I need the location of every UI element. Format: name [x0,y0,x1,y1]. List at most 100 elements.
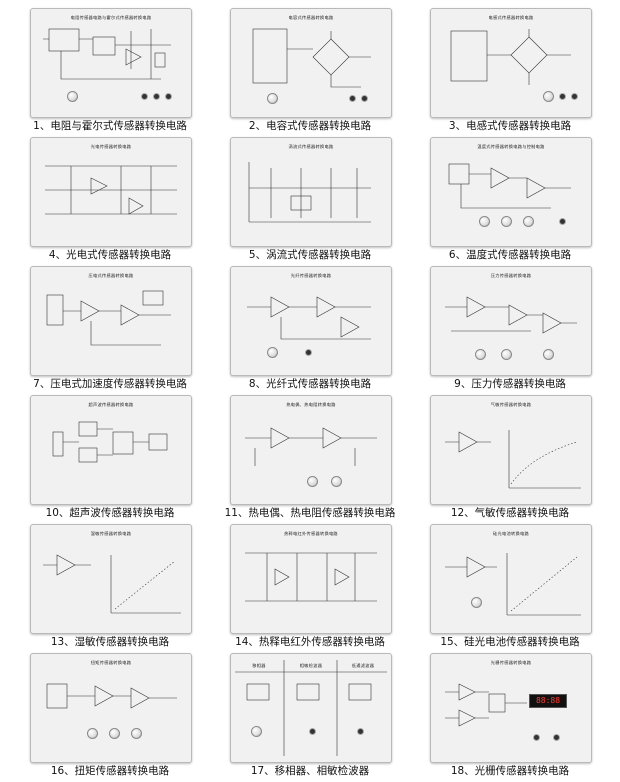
knob[interactable] [109,728,120,739]
socket[interactable] [165,93,172,100]
socket[interactable] [553,734,560,741]
board-18-schematic [445,683,527,727]
board-11-caption: 11、热电偶、热电阻传感器转换电路 [224,507,396,519]
socket[interactable] [361,95,368,102]
board-8-panel: 光纤传感器转换电路 [230,266,392,376]
knob[interactable] [543,91,554,102]
knob[interactable] [67,91,78,102]
board-12: 气敏传感器转换电路 12、气敏传感器转换电路 [410,395,610,523]
board-15: 硅光电池转换电路 15、硅光电池传感器转换电路 [410,524,610,652]
digital-display: 88:88 [529,694,567,708]
board-14-schematic [245,552,377,602]
board-13-title: 湿敏传感器转换电路 [90,531,132,536]
board-3-panel: 电感式传感器转换电路 [430,8,592,118]
board-14-title: 热释电红外传感器转换电路 [284,531,338,536]
socket[interactable] [559,93,566,100]
socket[interactable] [305,349,312,356]
board-10-panel: 超声波传感器转换电路 [30,395,192,505]
board-5-caption: 5、涡流式传感器转换电路 [248,249,372,261]
board-13: 湿敏传感器转换电路 13、湿敏传感器转换电路 [10,524,210,652]
knob[interactable] [251,726,262,737]
knob[interactable] [501,349,512,360]
board-16-title: 扭矩传感器转换电路 [90,660,132,665]
board-13-caption: 13、湿敏传感器转换电路 [50,636,170,648]
board-17-schematic [235,660,387,756]
socket[interactable] [357,728,364,735]
board-15-caption: 15、硅光电池传感器转换电路 [440,636,580,648]
board-18-title: 光栅传感器转换电路 [490,660,532,665]
board-4: 光电传感器转换电路 4、光电式传感器转换电路 [10,137,210,265]
board-17: 移相器 相敏检波器 低通滤波器 17、移相器、相敏检波器 [210,653,410,781]
board-9-caption: 9、压力传感器转换电路 [454,378,566,390]
board-6-panel: 温度式传感器转换电路与控制电路 [430,137,592,247]
board-5-title: 涡流式传感器转换电路 [288,144,334,149]
board-18-panel: 光栅传感器转换电路 88:88 [430,653,592,763]
section-phase-detector: 相敏检波器 [299,663,323,668]
board-3-title: 电感式传感器转换电路 [488,15,534,20]
board-7-panel: 压电式传感器转换电路 [30,266,192,376]
board-9: 压力传感器转换电路 9、压力传感器转换电路 [410,266,610,394]
board-9-panel: 压力传感器转换电路 [430,266,592,376]
board-10-title: 超声波传感器转换电路 [88,402,134,407]
board-6-caption: 6、温度式传感器转换电路 [448,249,572,261]
knob[interactable] [475,349,486,360]
board-16-schematic [46,683,177,709]
board-16: 扭矩传感器转换电路 16、扭矩传感器转换电路 [10,653,210,781]
board-8-caption: 8、光纤式传感器转换电路 [248,378,372,390]
board-2: 电容式传感器转换电路 2、电容式传感器转换电路 [210,8,410,136]
board-18: 光栅传感器转换电路 88:88 18、光栅传感器转换电路 [410,653,610,781]
board-10-caption: 10、超声波传感器转换电路 [45,507,175,519]
section-lowpass-filter: 低通滤波器 [351,663,375,668]
board-4-schematic [45,165,177,215]
board-14-caption: 14、热释电红外传感器转换电路 [235,636,385,648]
socket[interactable] [559,218,566,225]
board-9-title: 压力传感器转换电路 [490,273,532,278]
knob[interactable] [543,349,554,360]
socket[interactable] [153,93,160,100]
board-4-title: 光电传感器转换电路 [90,144,132,149]
knob[interactable] [87,728,98,739]
board-6-schematic [448,163,571,209]
board-12-title: 气敏传感器转换电路 [490,402,532,407]
section-phase-shifter: 移相器 [252,663,266,668]
knob[interactable] [267,93,278,104]
board-15-panel: 硅光电池转换电路 [430,524,592,634]
board-13-panel: 湿敏传感器转换电路 [30,524,192,634]
board-6: 温度式传感器转换电路与控制电路 6、温度式传感器转换电路 [410,137,610,265]
board-8-title: 光纤传感器转换电路 [290,273,332,278]
board-15-title: 硅光电池转换电路 [493,531,529,536]
knob[interactable] [131,728,142,739]
board-16-panel: 扭矩传感器转换电路 [30,653,192,763]
board-8-schematic [247,296,371,340]
socket[interactable] [571,93,578,100]
knob[interactable] [331,476,342,487]
board-5-schematic [248,162,371,223]
board-7: 压电式传感器转换电路 7、压电式加速度传感器转换电路 [10,266,210,394]
knob[interactable] [501,216,512,227]
board-10: 超声波传感器转换电路 10、超声波传感器转换电路 [10,395,210,523]
board-7-caption: 7、压电式加速度传感器转换电路 [33,378,187,390]
board-17-caption: 17、移相器、相敏检波器 [250,765,370,777]
board-3: 电感式传感器转换电路 3、电感式传感器转换电路 [410,8,610,136]
board-12-schematic [445,430,581,489]
socket[interactable] [309,728,316,735]
board-7-schematic [46,290,171,346]
board-11-title: 热电偶、热电阻转换电路 [286,402,336,407]
board-2-panel: 电容式传感器转换电路 [230,8,392,118]
socket[interactable] [349,95,356,102]
socket[interactable] [533,734,540,741]
knob[interactable] [523,216,534,227]
board-15-schematic [445,553,581,616]
board-11-panel: 热电偶、热电阻转换电路 [230,395,392,505]
board-12-panel: 气敏传感器转换电路 [430,395,592,505]
knob[interactable] [267,347,278,358]
board-1-title: 电阻传感器电路与霍尔式传感器转换电路 [70,15,152,20]
board-6-title: 温度式传感器转换电路与控制电路 [477,144,545,149]
board-4-caption: 4、光电式传感器转换电路 [48,249,172,261]
knob[interactable] [471,597,482,608]
board-11-schematic [245,427,377,466]
knob[interactable] [479,216,490,227]
socket[interactable] [141,93,148,100]
knob[interactable] [307,476,318,487]
